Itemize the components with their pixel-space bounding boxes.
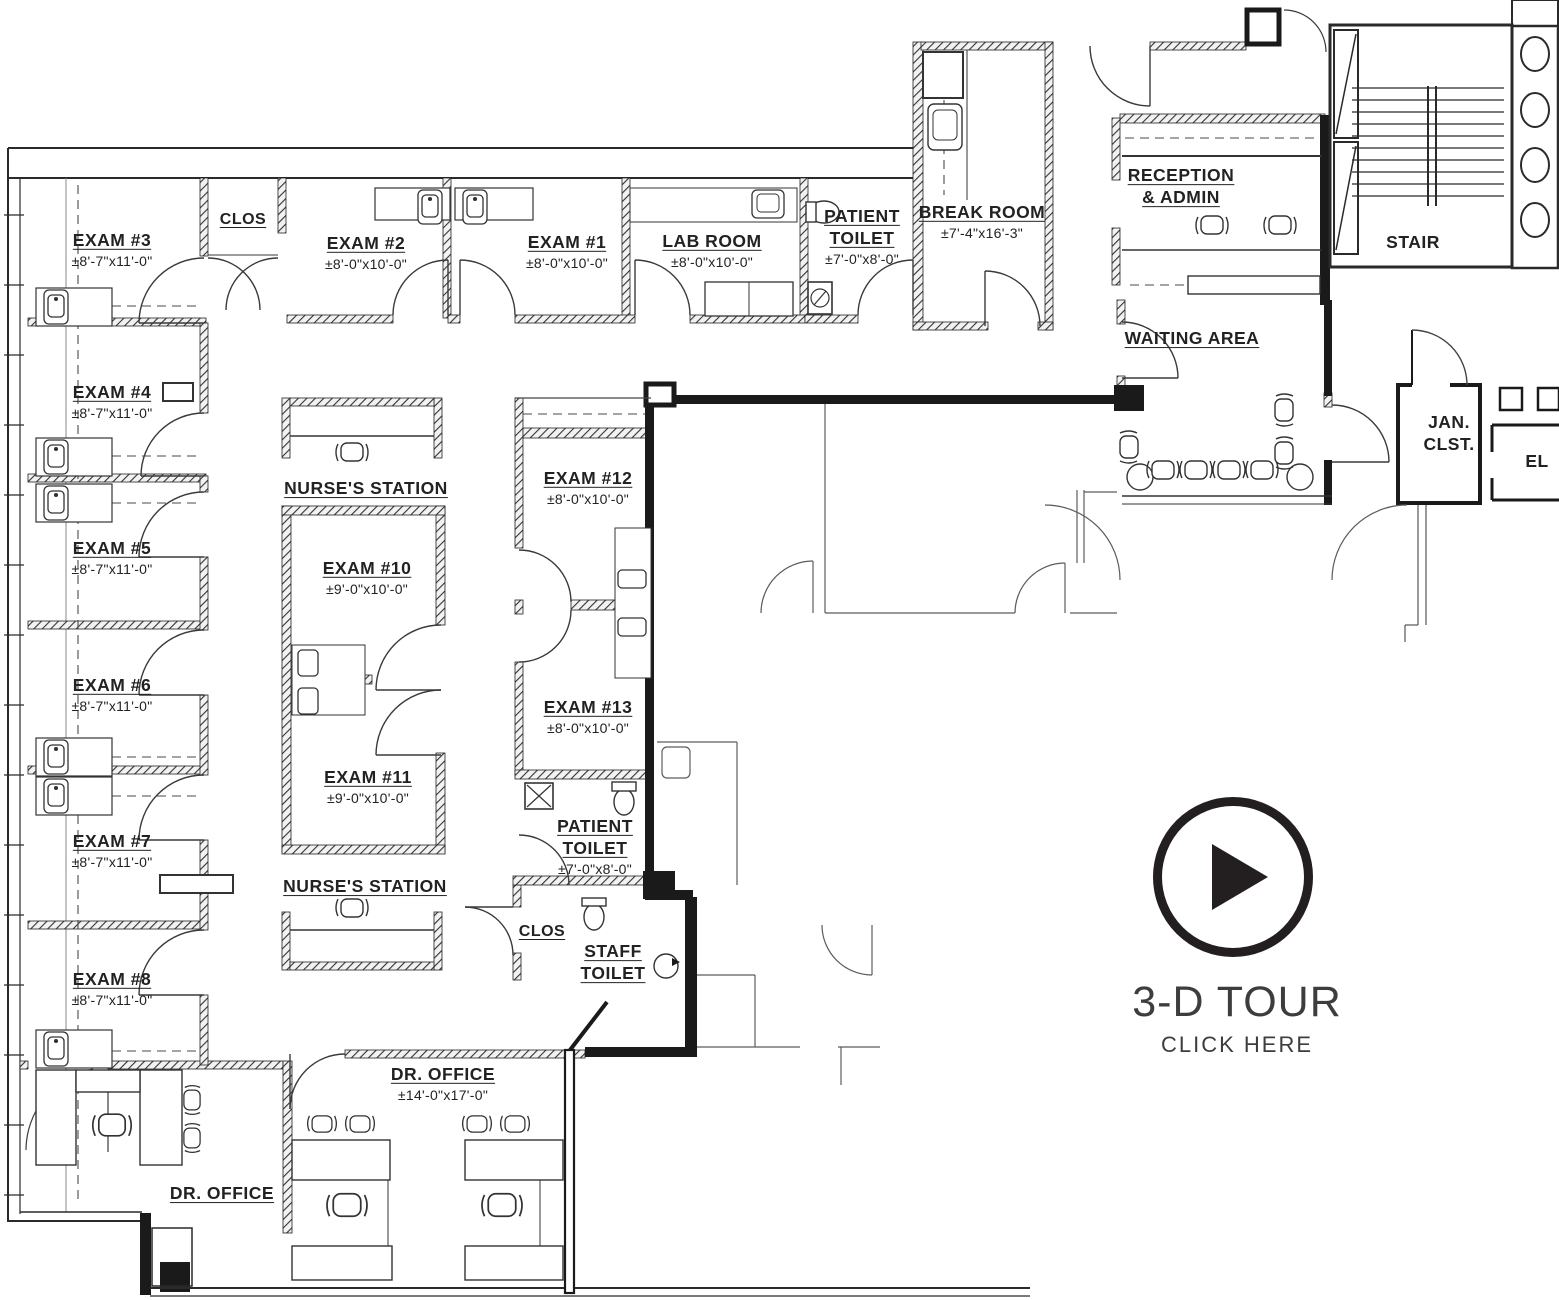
room-label-closet-top: CLOS — [219, 211, 267, 228]
room-label-nurse-station-bottom: NURSE'S STATION — [283, 876, 447, 897]
room-label-exam-3: EXAM #3±8'-7"x11'-0" — [71, 229, 153, 269]
room-label-lab-room: LAB ROOM±8'-0"x10'-0" — [662, 230, 762, 270]
room-label-waiting-area: WAITING AREA — [1124, 328, 1260, 349]
room-label-jan-closet: JAN. CLST. — [1423, 412, 1475, 454]
room-label-exam-6: EXAM #6±8'-7"x11'-0" — [71, 674, 153, 714]
room-label-staff-toilet: STAFF TOILET — [580, 941, 646, 983]
3d-tour-button[interactable] — [1153, 797, 1313, 957]
room-label-elevator: EL — [1525, 451, 1549, 472]
room-label-stair: STAIR — [1386, 232, 1440, 253]
window-ticks — [4, 214, 24, 1196]
room-label-exam-2: EXAM #2±8'-0"x10'-0" — [324, 232, 408, 272]
room-label-exam-4: EXAM #4±8'-7"x11'-0" — [71, 381, 153, 421]
room-label-dr-office-center: DR. OFFICE±14'-0"x17'-0" — [390, 1063, 496, 1103]
columns — [643, 7, 1282, 408]
room-label-exam-8: EXAM #8±8'-7"x11'-0" — [71, 968, 153, 1008]
room-label-nurse-station-top: NURSE'S STATION — [284, 478, 448, 499]
room-label-patient-toilet-mid: PATIENT TOILET±7'-0"x8'-0" — [557, 815, 633, 877]
adjacent-space — [657, 404, 1408, 1085]
room-label-exam-5: EXAM #5±8'-7"x11'-0" — [71, 537, 153, 577]
room-label-exam-10: EXAM #10±9'-0"x10'-0" — [322, 557, 412, 597]
3d-tour-subtitle[interactable]: CLICK HERE — [1160, 1032, 1314, 1057]
angled-wall — [568, 1000, 609, 1052]
dr-office-east-wall — [563, 1048, 576, 1295]
play-icon — [1212, 844, 1268, 910]
room-label-dr-office-left: DR. OFFICE — [169, 1183, 275, 1204]
3d-tour-title: 3-D TOUR — [1132, 978, 1342, 1026]
room-label-exam-13: EXAM #13±8'-0"x10'-0" — [543, 696, 633, 736]
room-label-exam-12: EXAM #12±8'-0"x10'-0" — [543, 467, 633, 507]
jan-closet — [1396, 329, 1559, 642]
room-label-exam-11: EXAM #11±9'-0"x10'-0" — [324, 766, 412, 806]
exterior-walls — [7, 147, 1030, 1297]
room-label-break-room: BREAK ROOM±7'-4"x16'-3" — [918, 201, 1046, 241]
room-label-exam-1: EXAM #1±8'-0"x10'-0" — [525, 231, 609, 271]
room-label-patient-toilet-top: PATIENT TOILET±7'-0"x8'-0" — [824, 205, 900, 267]
room-label-closet-mid: CLOS — [518, 923, 566, 940]
room-label-reception-admin: RECEPTION & ADMIN — [1127, 165, 1235, 207]
room-label-exam-7: EXAM #7±8'-7"x11'-0" — [71, 830, 153, 870]
stair-core — [1328, 0, 1559, 270]
play-button-circle[interactable] — [1153, 797, 1313, 957]
furniture — [35, 50, 1332, 1281]
interior-partitions — [19, 41, 1333, 1234]
